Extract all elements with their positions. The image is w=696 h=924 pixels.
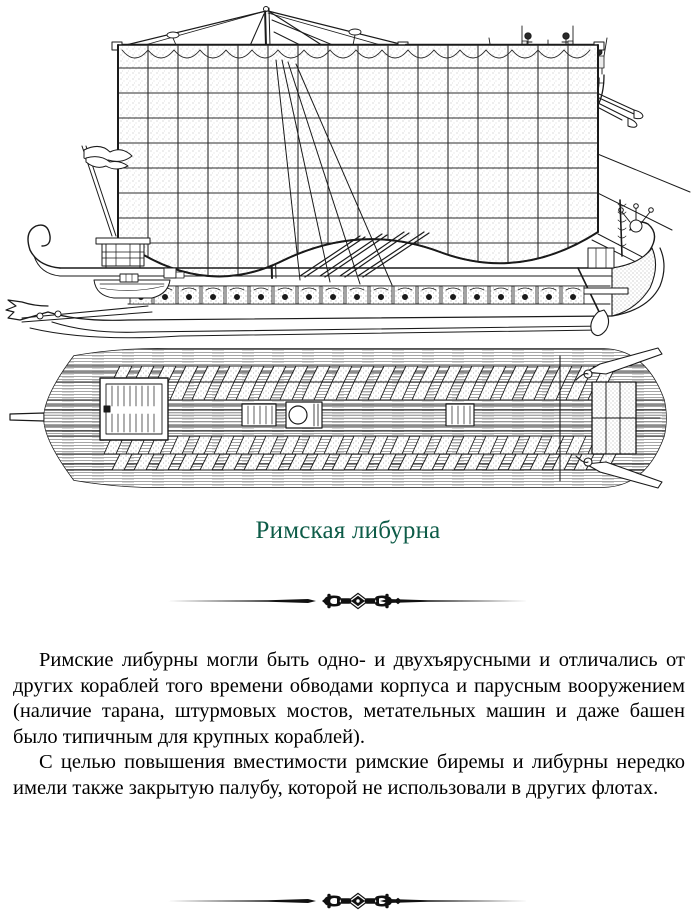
body-text: Римские либурны могли быть одно- и двухъ… <box>13 648 685 802</box>
ships-boat <box>93 273 171 299</box>
paragraph-2: С целью повышения вместимости римские би… <box>13 751 685 799</box>
oar-port-row <box>129 285 585 305</box>
fleuron-divider-icon <box>168 892 528 910</box>
figure-caption: Римская либурна <box>255 517 441 544</box>
profile-hull <box>5 145 665 339</box>
divider-bottom <box>0 888 696 914</box>
profile-view <box>111 6 691 286</box>
liburna-engraving-svg <box>5 6 691 489</box>
liburna-illustration <box>5 6 691 489</box>
plan-view <box>9 347 667 489</box>
paragraph-1: Римские либурны могли быть одно- и двухъ… <box>13 649 685 748</box>
forecastle-platform <box>95 237 151 269</box>
fleuron-divider-icon <box>168 592 528 610</box>
divider-top <box>0 588 696 614</box>
bow-pennant <box>81 145 133 237</box>
